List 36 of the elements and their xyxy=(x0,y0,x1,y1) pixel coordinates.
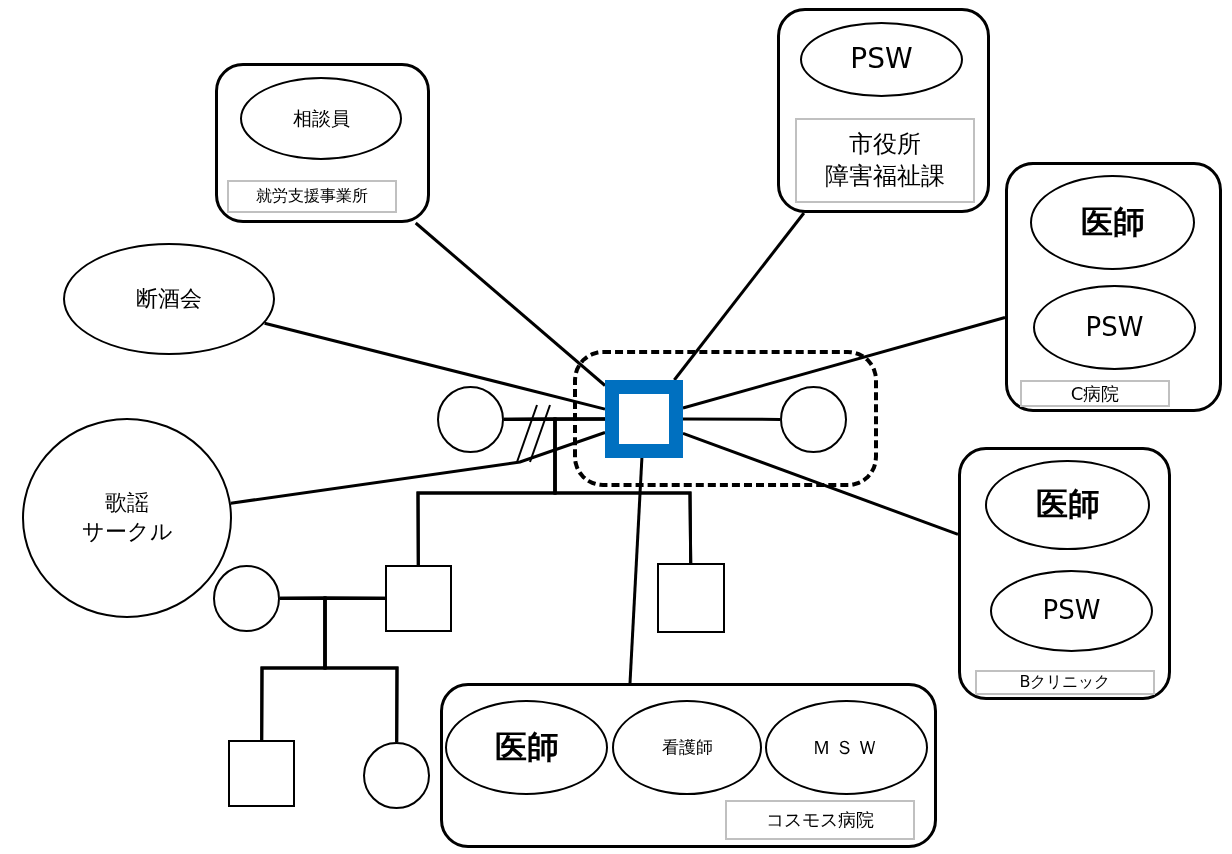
role-ellipse: PSW xyxy=(800,22,963,97)
connection-line xyxy=(628,457,644,685)
male-symbol xyxy=(228,740,295,807)
service-box xyxy=(777,8,990,213)
connection-line xyxy=(264,321,606,411)
service-box xyxy=(440,683,937,848)
organization-name-plate: 就労支援事業所 xyxy=(227,180,397,213)
service-box xyxy=(958,447,1171,700)
client-symbol xyxy=(605,380,683,458)
family-line xyxy=(553,417,693,563)
male-symbol xyxy=(385,565,452,632)
family-line xyxy=(683,417,780,421)
role-ellipse: 医師 xyxy=(445,700,608,795)
organization-name-plate: Bクリニック xyxy=(975,670,1155,695)
household-boundary xyxy=(573,350,878,487)
role-ellipse: PSW xyxy=(1033,285,1196,370)
role-ellipse: 医師 xyxy=(1030,175,1195,270)
role-ellipse: 相談員 xyxy=(240,77,402,160)
role-ellipse: ＭＳＷ xyxy=(765,700,928,795)
group-ellipse: 歌謡サークル xyxy=(22,418,232,618)
role-ellipse: PSW xyxy=(990,570,1153,652)
connection-line xyxy=(414,221,606,387)
role-ellipse: 看護師 xyxy=(612,700,762,795)
connection-line xyxy=(230,431,606,505)
connection-line xyxy=(682,431,959,536)
family-line xyxy=(323,596,399,742)
group-ellipse: 断酒会 xyxy=(63,243,275,355)
role-ellipse: 医師 xyxy=(985,460,1150,550)
connection-line xyxy=(673,212,806,381)
organization-name-plate: 市役所障害福祉課 xyxy=(795,118,975,203)
organization-name-plate: C病院 xyxy=(1020,380,1170,407)
connection-line xyxy=(682,316,1006,410)
service-box xyxy=(1005,162,1222,412)
organization-name-plate: コスモス病院 xyxy=(725,800,915,840)
male-symbol xyxy=(657,563,725,633)
service-box xyxy=(215,63,430,223)
